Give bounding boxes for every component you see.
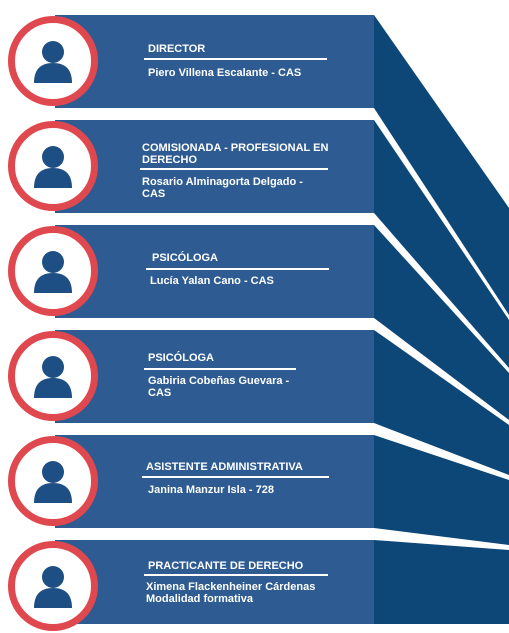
panel-5: [55, 435, 374, 528]
panel-3: [55, 225, 374, 318]
member-card: PRACTICANTE DE DERECHO Ximena Flackenhei…: [0, 538, 509, 633]
avatar: [8, 226, 98, 316]
panel-2: [55, 120, 374, 213]
member-role: PSICÓLOGA: [148, 352, 215, 364]
user-icon: [34, 356, 72, 398]
member-role: COMISIONADA - PROFESIONAL EN DERECHO: [142, 142, 329, 166]
shadow-4: [374, 330, 509, 475]
avatar: [8, 436, 98, 526]
member-name: Piero Villena Escalante - CAS: [148, 67, 302, 79]
divider: [146, 268, 329, 270]
shadow-2: [374, 120, 509, 368]
panel-4: [55, 330, 374, 423]
user-icon: [34, 461, 72, 503]
divider: [144, 574, 328, 576]
member-role: DIRECTOR: [148, 43, 206, 55]
panel-6: [55, 540, 374, 624]
divider: [142, 476, 329, 478]
member-role: ASISTENTE ADMINISTRATIVA: [146, 461, 303, 473]
shadow-1: [374, 15, 509, 315]
user-icon: [34, 41, 72, 83]
member-card: PSICÓLOGA Gabiria Cobeñas Guevara - CAS: [0, 328, 509, 423]
user-icon: [34, 146, 72, 188]
member-role: PSICÓLOGA: [152, 252, 219, 264]
member-role: PRACTICANTE DE DERECHO: [148, 560, 304, 572]
avatar: [8, 541, 98, 631]
user-icon: [34, 251, 72, 293]
member-name: Lucía Yalan Cano - CAS: [150, 275, 274, 287]
shadow-5: [374, 435, 509, 545]
divider: [144, 368, 296, 370]
divider: [144, 58, 327, 60]
shadow-3: [374, 225, 509, 420]
member-name: Ximena Flackenheiner Cárdenas Modalidad …: [146, 581, 316, 605]
member-card: PSICÓLOGA Lucía Yalan Cano - CAS: [0, 223, 509, 318]
panel-1: [55, 15, 374, 108]
user-icon: [34, 566, 72, 608]
member-card: DIRECTOR Piero Villena Escalante - CAS: [0, 13, 509, 108]
avatar: [8, 121, 98, 211]
divider: [140, 168, 328, 170]
member-name: Janina Manzur Isla - 728: [148, 484, 274, 496]
avatar: [8, 331, 98, 421]
member-name: Rosario Alminagorta Delgado - CAS: [142, 176, 303, 200]
avatar: [8, 16, 98, 106]
member-card: COMISIONADA - PROFESIONAL EN DERECHO Ros…: [0, 118, 509, 213]
member-card: ASISTENTE ADMINISTRATIVA Janina Manzur I…: [0, 433, 509, 528]
shadow-6: [374, 540, 509, 624]
member-name: Gabiria Cobeñas Guevara - CAS: [148, 375, 290, 399]
